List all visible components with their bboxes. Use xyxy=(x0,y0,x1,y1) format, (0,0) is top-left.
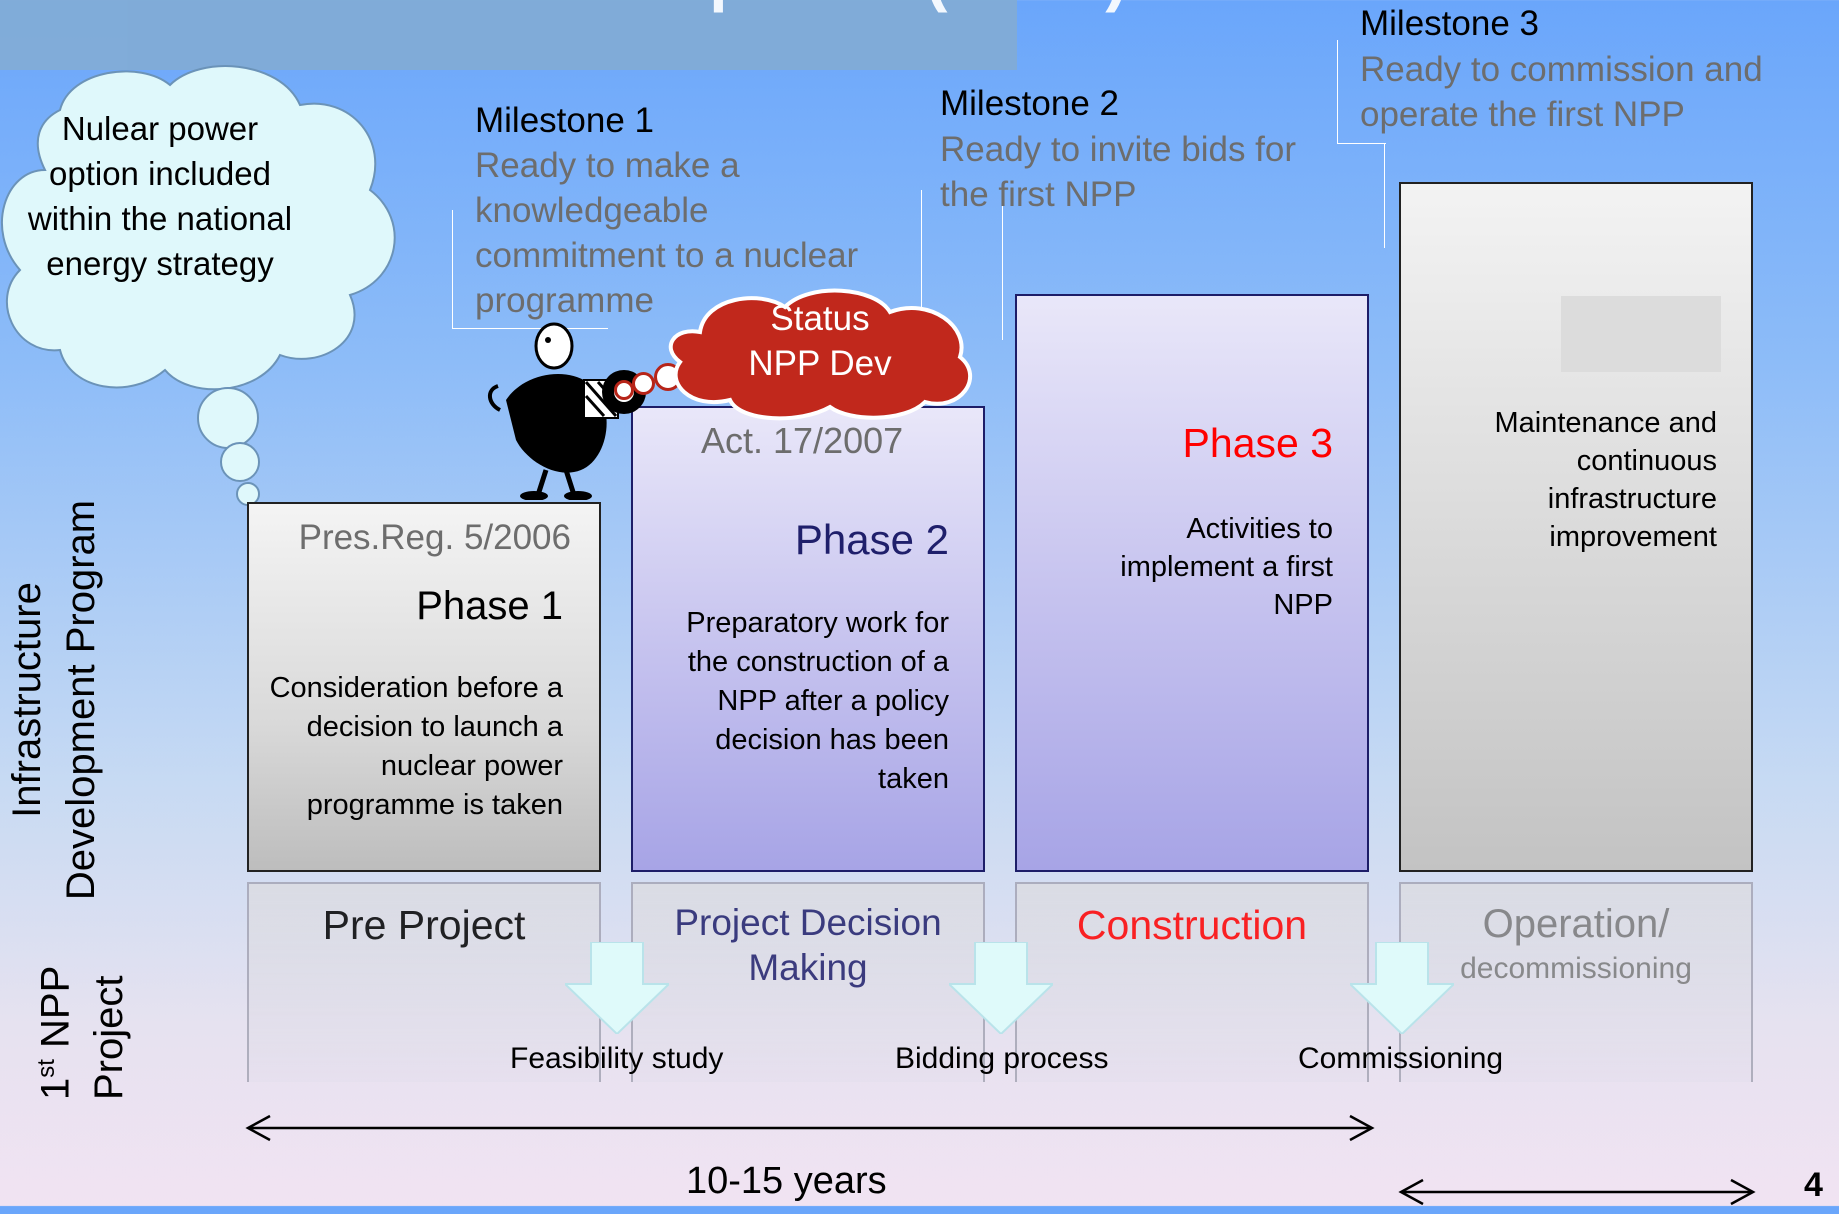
operation-duration-arrow xyxy=(1398,1178,1756,1206)
cartoon-figure-icon xyxy=(488,322,646,500)
title-band: Phases of development (IAEA) xyxy=(0,0,1127,70)
arrow-label-bidding: Bidding process xyxy=(895,1042,1109,1075)
milestone-3-desc: Ready to commission and operate the firs… xyxy=(1360,50,1763,134)
phase-2-desc: Preparatory work for the construction of… xyxy=(686,607,949,795)
phase-4-box: Maintenance and continuous infrastructur… xyxy=(1399,182,1753,872)
placeholder-block xyxy=(1561,296,1721,372)
slide-title: Phases of development (IAEA) xyxy=(170,0,1127,14)
row-label-npp-project: 1st NPP Project xyxy=(33,966,132,1100)
phase-2-title: Phase 2 xyxy=(794,516,949,563)
phase-2-regulation: Act. 17/2007 xyxy=(701,420,904,461)
thought-cloud xyxy=(1,65,396,506)
phase-1-title: Phase 1 xyxy=(416,584,563,628)
cloud-text: Nulear power option included within the … xyxy=(27,110,293,282)
down-arrow-icon xyxy=(565,942,669,1034)
phase-3-title: Phase 3 xyxy=(1182,420,1333,466)
stage-pre-project: Pre Project xyxy=(247,882,601,1082)
stage-decision: Project Decision Making xyxy=(631,882,985,1082)
phase-2-box: Act. 17/2007 Phase 2 Preparatory work fo… xyxy=(631,406,985,872)
stage-construction: Construction xyxy=(1015,882,1369,1082)
status-cloud xyxy=(668,288,973,421)
milestone-1-connector xyxy=(452,210,608,329)
duration-arrow xyxy=(245,1114,1375,1142)
phase-1-box: Pres.Reg. 5/2006 Phase 1 Consideration b… xyxy=(247,502,601,872)
milestone-1-desc: Ready to make a knowledgeable commitment… xyxy=(475,146,859,320)
stage-decision-label: Project Decision Making xyxy=(674,902,942,988)
page-number: 4 xyxy=(1804,1166,1823,1204)
phase-4-desc: Maintenance and continuous infrastructur… xyxy=(1494,407,1718,553)
down-arrow-icon xyxy=(949,942,1053,1034)
phase-1-desc: Consideration before a decision to launc… xyxy=(269,672,563,821)
down-arrow-icon xyxy=(1350,942,1454,1034)
phase-1-regulation: Pres.Reg. 5/2006 xyxy=(298,518,571,557)
stage-pre-project-label: Pre Project xyxy=(322,902,526,948)
stage-operation-label: Operation/ xyxy=(1482,902,1670,946)
milestone-3-connector-a xyxy=(1337,40,1386,144)
milestone-2-connector xyxy=(921,190,1003,340)
stage-construction-label: Construction xyxy=(1076,902,1308,948)
status-cloud-text: Status NPP Dev xyxy=(748,299,892,383)
duration-label: 10-15 years xyxy=(686,1160,887,1202)
milestone-1-label: Milestone 1 xyxy=(475,101,654,140)
milestone-2-desc: Ready to invite bids for the first NPP xyxy=(940,130,1297,214)
milestone-2-label: Milestone 2 xyxy=(940,84,1119,123)
phase-3-box: Phase 3 Activities to implement a first … xyxy=(1015,294,1369,872)
stage-operation-sublabel: decommissioning xyxy=(1460,952,1692,985)
thought-dot xyxy=(614,380,634,400)
thought-dot xyxy=(632,372,655,395)
row-label-infrastructure: Infrastructure Development Program xyxy=(5,499,103,901)
milestone-3-connector-b xyxy=(1384,143,1385,248)
milestone-3-label: Milestone 3 xyxy=(1360,4,1539,43)
stage-operation: Operation/ decommissioning xyxy=(1399,882,1753,1082)
phase-3-desc: Activities to implement a first NPP xyxy=(1120,513,1333,621)
arrow-label-feasibility: Feasibility study xyxy=(510,1042,724,1075)
arrow-label-commissioning: Commissioning xyxy=(1298,1042,1504,1075)
